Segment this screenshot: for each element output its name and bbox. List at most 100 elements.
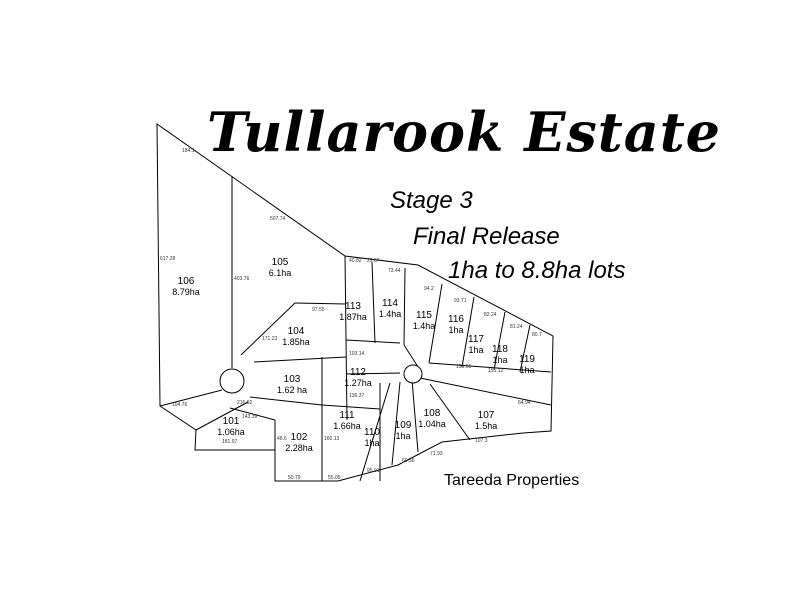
lot-line-110-109 [359, 382, 391, 482]
lot-area: 1.87ha [339, 312, 367, 322]
dimension-label: 80.7 [532, 332, 542, 338]
dimension-label: 94.2 [424, 286, 434, 292]
dimension-label: 81.24 [510, 324, 523, 330]
lot-number: 103 [284, 374, 301, 385]
lot-line-109-108 [391, 381, 401, 466]
lot-area: 8.79ha [172, 287, 200, 297]
lot-line-117-118 [493, 311, 506, 371]
lot-number: 108 [424, 408, 441, 419]
dimension-label: 71.93 [430, 451, 443, 457]
lot-area: 1ha [492, 355, 507, 365]
lot-line-104-103 [253, 356, 347, 363]
lot-number: 115 [416, 310, 432, 321]
dimension-label: 155.12 [488, 368, 504, 374]
developer-name: Tareeda Properties [444, 472, 580, 489]
dimension-label: 73.44 [388, 268, 401, 274]
dimension-label: 403.76 [234, 276, 250, 282]
lot-area: 1ha [448, 325, 463, 335]
lot-boundaries [156, 123, 554, 482]
lot-line-114-115 [403, 267, 406, 346]
stage-label: Stage 3 [390, 187, 473, 214]
lot-number: 101 [223, 416, 240, 427]
dimension-label: 97.55 [312, 307, 325, 313]
lot-line-118-119 [519, 324, 531, 373]
lot-area: 1.66ha [333, 421, 361, 431]
lot-area: 1.4ha [413, 321, 436, 331]
lot-number: 117 [468, 334, 484, 345]
lot-area: 1.4ha [379, 309, 402, 319]
boundary-dimensions: 184.1 507.74 617.28 403.76 40.82 29.67 7… [160, 148, 542, 481]
lot-number: 110 [364, 427, 380, 438]
dimension-label: 184.1 [182, 148, 195, 154]
site-boundary [156, 123, 554, 482]
lot-line-road-south [419, 377, 552, 406]
lot-number: 109 [395, 420, 412, 431]
dimension-label: 160.13 [324, 436, 340, 442]
lot-area: 1.04ha [418, 419, 446, 429]
dimension-label: 155.61 [456, 364, 472, 370]
court-turnaround-west [219, 368, 245, 394]
lot-line-106-south [159, 389, 223, 407]
lot-number: 113 [345, 301, 361, 312]
dimension-label: 507.74 [270, 216, 286, 222]
lot-area: 1.27ha [344, 378, 372, 388]
court-turnaround-east [403, 364, 423, 384]
lot-line-104-west [240, 302, 296, 356]
lot-line-112-road [345, 372, 401, 375]
dimension-label: 50.79 [288, 475, 301, 481]
dimension-label: 60.56 [402, 458, 415, 464]
lot-area: 1ha [468, 345, 483, 355]
dimension-label: 46.6 [277, 436, 287, 442]
lot-line-112-111 [321, 404, 381, 410]
lot-number: 106 [178, 276, 195, 287]
dimension-label: 40.82 [349, 258, 362, 264]
lot-line-101-east [229, 407, 276, 421]
dimension-label: 181.97 [222, 439, 238, 445]
lot-line-113-114 [371, 261, 376, 344]
lot-number: 107 [478, 410, 495, 421]
dimension-label: 143.39 [242, 414, 258, 420]
lot-number: 104 [288, 326, 305, 337]
lot-line-107-west [429, 383, 471, 441]
lot-number: 116 [448, 314, 464, 325]
lot-area: 1ha [519, 365, 534, 375]
dimension-label: 95.91 [367, 468, 380, 474]
lot-number: 102 [291, 432, 308, 443]
dimension-label: 55.05 [328, 475, 341, 481]
lot-number: 118 [492, 344, 508, 355]
lot-size-range: 1ha to 8.8ha lots [448, 257, 626, 284]
lot-area: 2.28ha [285, 443, 313, 453]
dimension-label: 107.3 [475, 438, 488, 444]
lot-area: 1.62 ha [277, 385, 307, 395]
lot-number: 112 [350, 367, 366, 378]
dimension-label: 617.28 [160, 256, 176, 262]
lot-area: 1.5ha [475, 421, 498, 431]
lot-line-113-112 [345, 339, 401, 344]
estate-title: Tullarook Estate [207, 100, 721, 164]
lot-line-north-road [428, 362, 552, 373]
dimension-label: 29.67 [367, 258, 380, 264]
dimension-label: 216.92 [237, 400, 253, 406]
dimension-label: 171.23 [262, 336, 278, 342]
lot-line-116-117 [461, 296, 475, 368]
dimension-label: 93.71 [454, 298, 467, 304]
lot-line-101-north [195, 401, 249, 431]
